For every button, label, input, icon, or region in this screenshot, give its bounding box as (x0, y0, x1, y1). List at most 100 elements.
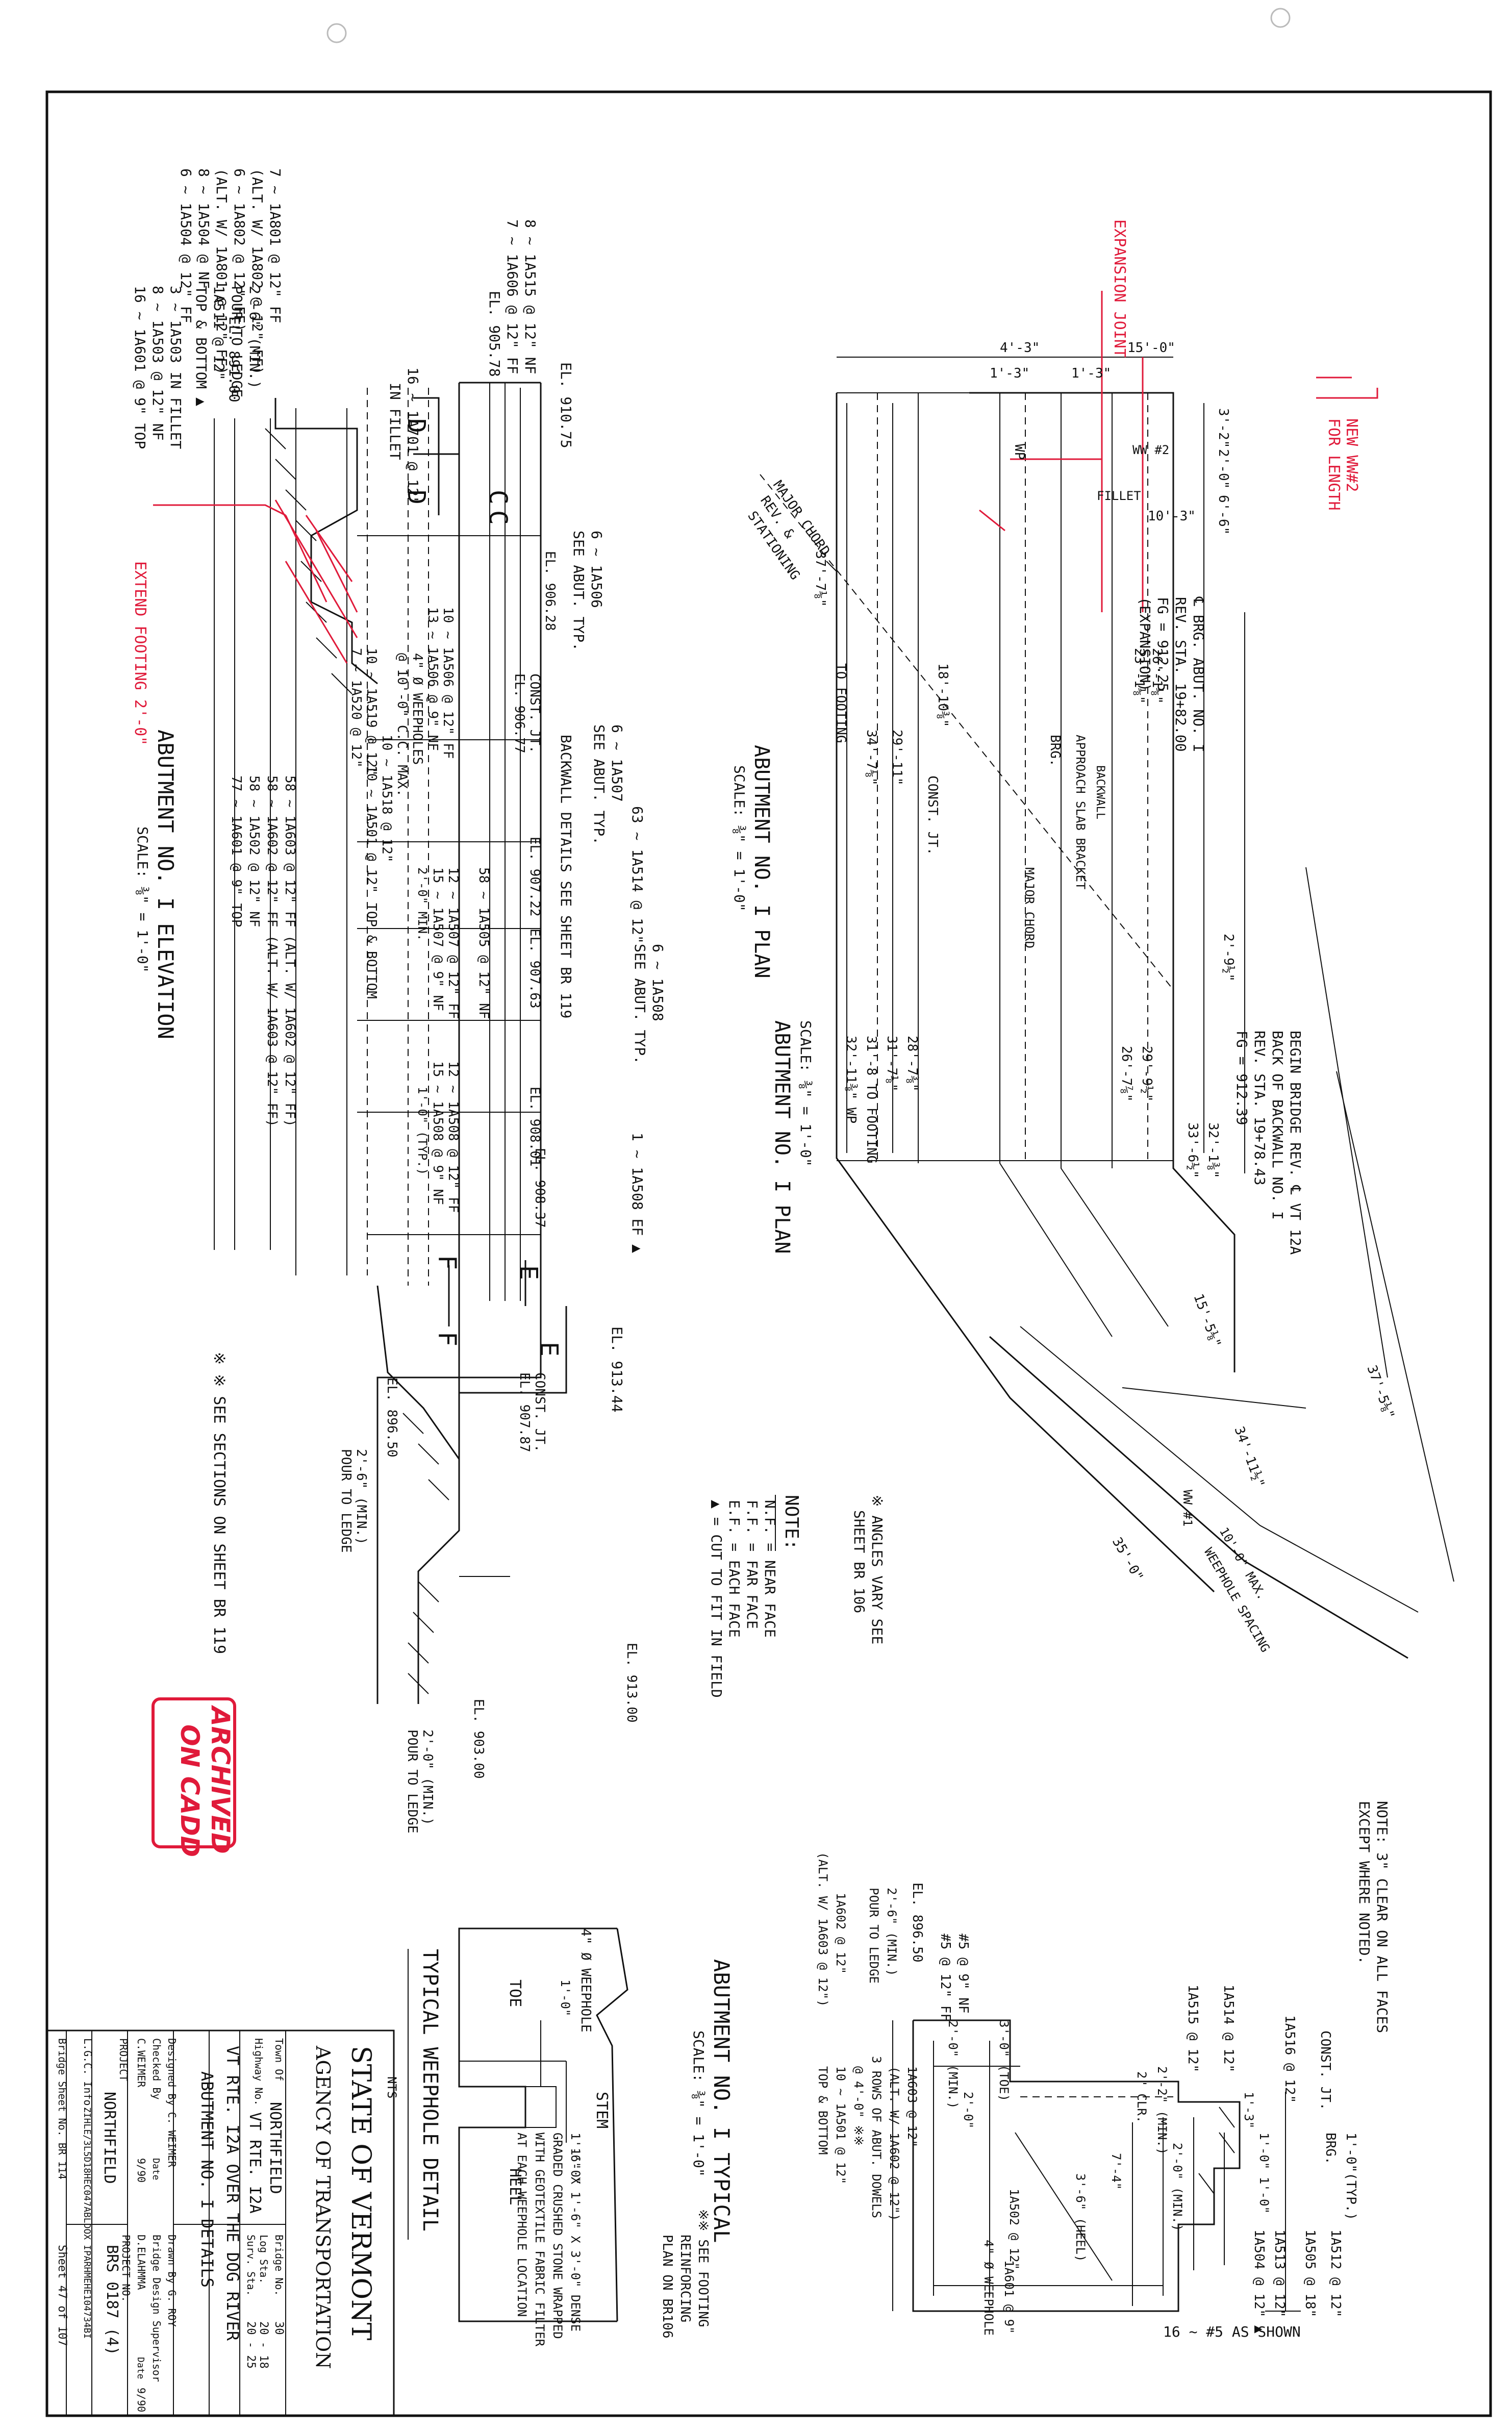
tb-supervisor-name: D.ELAHMMA (135, 2235, 147, 2290)
elevation-title: ABUTMENT NO. I ELEVATION (153, 730, 178, 1039)
elev-left-note-13: 16 ~ 1A601 @ 9" TOP (132, 286, 148, 449)
plan-label-ww1: WW #1 (1180, 1490, 1195, 1526)
section-mark-f-bottom: F (433, 1332, 461, 1346)
typical-section: 1'-0"(TYP.) BRG. CONST. JT. 1A516 @ 12" … (660, 1801, 1391, 2340)
elev-mid-7: 10 ~ 1A506 @ 12" FF (440, 607, 456, 759)
typ-label-5: 1A515 @ 12" (1185, 1985, 1200, 2072)
elev-mid-26: 1'-0" (TYP.) (415, 1087, 430, 1175)
agency-line2: AGENCY OF TRANSPORTATION (312, 2045, 334, 2369)
elev-mid-11: 10 ~ 1A519 @ 12" (364, 648, 379, 775)
agency-line1: STATE OF VERMONT (345, 2046, 376, 2341)
elev-mid-6: EL. 908.37 (532, 1148, 547, 1228)
plan-label-to-footing: TO FOOTING (833, 663, 848, 743)
dim-3-2: 3'-2" (1216, 408, 1231, 448)
plan-label-backwall: BACKWALL (1094, 765, 1106, 819)
note-box: NOTE: N.F. = NEAR FACE F.F. = FAR FACE E… (708, 1495, 886, 1698)
typ-label-35: (ALT. W/ 1A603 @ 12") (816, 1852, 830, 2007)
stamp-line2: ON CADD (175, 1724, 205, 1857)
typical-geometry (892, 2019, 1301, 2312)
elev-top-note-0: 8 ~ 1A515 @ 12" NF (522, 219, 539, 374)
section-mark-d-top: D (402, 418, 431, 433)
elev-top-note-13: BACKWALL DETAILS SEE SHEET BR 119 (558, 735, 574, 1018)
angles-note-1: SHEET BR 106 (851, 1510, 868, 1613)
tb-checked-by: Checked By (150, 2038, 163, 2099)
tb-highway: VT RTE. I2A (246, 2112, 264, 2214)
plan-view-title: ABUTMENT NO. I PLAN (750, 745, 773, 979)
plan-label-const-jt: CONST. JT. (925, 775, 940, 856)
elev-mid-22: 58 ~ 1A602 @ 12" FF (ALT. W/ 1A603 @ 12"… (264, 775, 280, 1127)
plan-label-wp: WP (1012, 444, 1027, 460)
elev-mid-33: EL. 903.00 (471, 1699, 486, 1779)
typ-label-13: 2'-2" (MIN.) (1155, 2066, 1169, 2154)
section-mark-e-top: E (514, 1265, 543, 1280)
note-line-1: F.F. = FAR FACE (744, 1500, 761, 1629)
weep-label-5: 1'-0" (568, 2148, 583, 2185)
tb-designed-by: Designed By C. WEIMER (166, 2038, 178, 2168)
typ-label-16: 7'-4" (1109, 2153, 1123, 2190)
weephole-title: TYPICAL WEEPHOLE DETAIL (418, 1949, 442, 2232)
elev-top-note-6: 6 ~ 1A506 (588, 531, 605, 608)
elev-left-note-0: 7 ~ 1A801 @ 12" FF (267, 168, 284, 323)
typ-label-9: 1A505 @ 18" (1302, 2229, 1318, 2317)
elev-mid-5: EL. 908.01 (527, 1087, 542, 1167)
plan-label-approach-slab: APPROACH SLAB BRACKET (1073, 735, 1088, 889)
typ-label-24: (ALT. W/ 1A602 @ 12") (887, 2066, 901, 2221)
note-rev-sta-2: REV. STA. 19+78.43 (1251, 1031, 1268, 1185)
elevation-view: D D C C E E F F 7 ~ 1A801 @ 12" FF (ALT.… (131, 168, 666, 1834)
typ-top-note-1: EXCEPT WHERE NOTED. (1356, 1801, 1373, 1964)
elev-left-note-4: 8 ~ 1A504 @ NF (195, 168, 212, 289)
typ-label-17: 1A502 @ 12" (1007, 2189, 1021, 2270)
typ-label-20: 2'-0" (961, 2092, 975, 2128)
elev-left-note-12: 8 ~ 1A503 @ 12" NF (149, 286, 166, 440)
dim-26-1: 26'-1⅛" (1149, 648, 1165, 704)
plan-view-scale: SCALE: ⅜" = 1'-0" (731, 765, 748, 912)
angles-note-0: ※ ANGLES VARY SEE (869, 1495, 886, 1644)
ground-hatch (265, 428, 449, 1694)
dim-28-7: 28'-7⅜" (904, 1036, 920, 1092)
tb-file: IPARHMEHE104734BI (82, 2245, 92, 2339)
section-mark-d-bottom: D (402, 490, 431, 505)
typ-label-3: 1A516 @ 12" (1282, 2015, 1297, 2103)
elev-mid-13: 10 ~ 1A518 @ 12" (379, 735, 394, 862)
plan-dimensions: 4'-3" 1'-3" 1'-3" 15'-0" 3'-2" 2'-0" 6'-… (813, 340, 1397, 1584)
dim-29-9: 29'-9½" (1139, 1046, 1154, 1102)
elev-left-note-5: 6 ~ 1A504 @ 12" FF (178, 168, 194, 323)
elev-mid-16: 12 ~ 1A508 @ 12" FF (445, 1061, 461, 1213)
tb-lgc: ZIHLE/3L5D18HEC047ABLDOX (82, 2107, 92, 2240)
elev-top-note-8: 6 ~ 1A507 (609, 724, 625, 802)
elev-mid-23: 58 ~ 1A502 @ 12" NF (246, 775, 262, 927)
elev-top-note-7: SEE ABUT. TYP. (570, 531, 587, 651)
elev-top-note-2: EL. 905.78 (486, 291, 503, 377)
plan-scale: SCALE: ⅜" = 1'-0" (797, 1020, 814, 1167)
section-mark-c-top: C (484, 490, 512, 505)
tb-surv-sta-label: Surv. Sta. (245, 2235, 257, 2296)
elevation-mid-notes: EL. 906.28 CONST. JT. EL. 906.77 EL. 907… (229, 551, 639, 1834)
elev-left-note-3: (ALT. W/ 1A801 @ 12" FF) (213, 168, 230, 375)
elev-top-note-11: 6 ~ 1A508 (649, 944, 666, 1021)
dim-1-3-a: 1'-3" (990, 366, 1029, 381)
plan-label-fillet: FILLET (1097, 489, 1141, 503)
tb-surv-sta: 20 - 25 (244, 2321, 257, 2369)
section-mark-f-top: F (433, 1255, 461, 1270)
plan-title: ABUTMENT NO. I PLAN (770, 1020, 794, 1254)
plan-label-expansion: EXPANSION JOINT (1111, 219, 1128, 358)
elevation-geometry (153, 382, 567, 1704)
punch-hole-right (1270, 8, 1291, 28)
tb-date1: 9/90 (135, 2158, 147, 2183)
elev-top-note-14: 1 ~ 1A508 EF ▲ (629, 1133, 646, 1253)
elev-left-note-9: 1A511 @ 12" (211, 286, 228, 380)
tb-town: NORTHFIELD (266, 2102, 284, 2194)
elev-top-note-10: 63 ~ 1A514 @ 12" (629, 806, 646, 944)
dim-1-3-b: 1'-3" (1071, 366, 1111, 381)
elev-left-note-2: 6 ~ 1A802 @ 12" FF) (231, 168, 248, 332)
weep-label-heel: HEEL (506, 2168, 524, 2205)
typ-label-30: #5 @ 12" FF (938, 1934, 953, 2021)
elev-top-note-15: EL. 913.44 (609, 1326, 625, 1413)
note-cl-brg: ℄ BRG. ABUT. NO. I (1190, 596, 1207, 753)
typ-label-31: EL. 896.50 (910, 1883, 925, 1963)
section-mark-e-bottom: E (535, 1342, 563, 1357)
elev-top-note-12: SEE ABUT. TYP. (632, 944, 648, 1064)
tb-project-no-label: PROJECT NO. (120, 2235, 132, 2302)
tb-date-label-2: Date (135, 2357, 146, 2379)
elev-top-note-3: EL. 910.75 (558, 362, 574, 448)
